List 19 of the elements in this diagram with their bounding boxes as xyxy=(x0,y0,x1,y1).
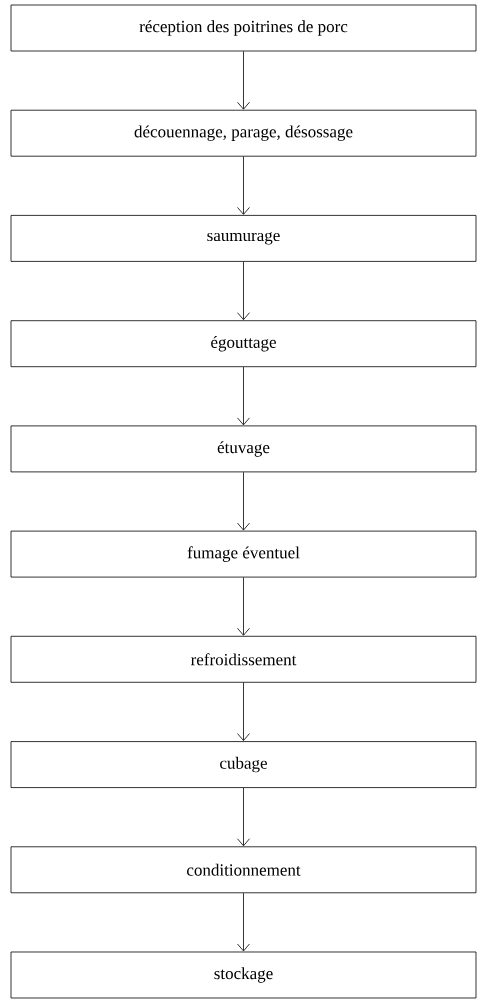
arrow xyxy=(237,51,250,110)
arrow xyxy=(237,156,250,215)
arrow xyxy=(237,892,250,952)
process-box: saumurage xyxy=(10,215,477,262)
process-box: stockage xyxy=(10,951,477,999)
process-box: étuvage xyxy=(10,425,477,473)
arrow xyxy=(237,471,250,531)
arrow xyxy=(237,261,250,321)
process-box: réception des poitrines de porc xyxy=(10,4,477,52)
arrow xyxy=(237,366,250,426)
arrow xyxy=(237,682,250,741)
process-box: refroidissement xyxy=(10,635,477,683)
arrow xyxy=(237,787,250,847)
process-box: égouttage xyxy=(10,320,477,368)
process-box: découennage, parage, désossage xyxy=(10,109,477,157)
process-box: conditionnement xyxy=(10,846,477,894)
process-box: fumage éventuel xyxy=(10,530,477,578)
process-box: cubage xyxy=(10,741,477,788)
arrow xyxy=(237,577,250,636)
